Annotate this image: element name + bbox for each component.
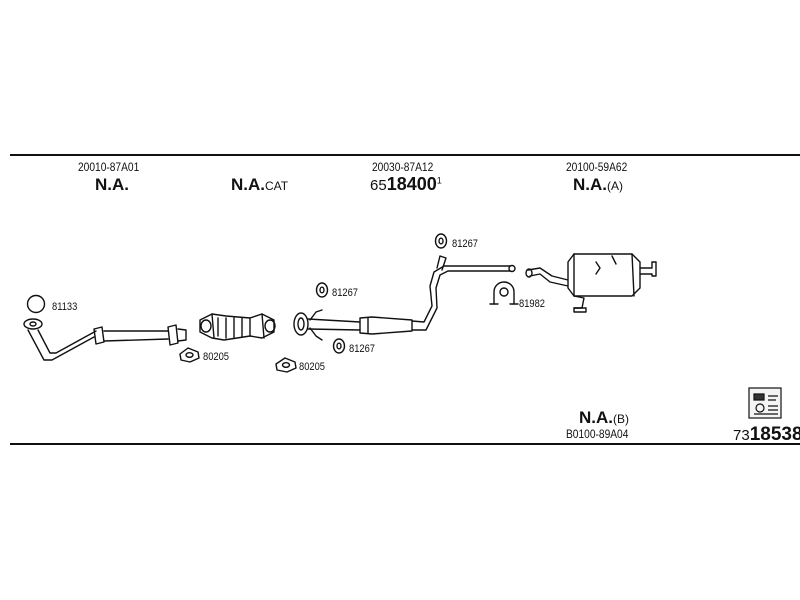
status-bottom-label: N.A. (579, 408, 613, 427)
muffler-icon (525, 253, 657, 313)
catalog-reference-number: 7318538 (733, 424, 800, 446)
flange-gasket-icon (179, 347, 200, 363)
part-number-rear-muffler: 20100-59A62 (566, 160, 628, 174)
part-number-center-pipe: 20030-87A12 (372, 160, 434, 174)
callout-81267-b: 81267 (452, 238, 479, 250)
price-sup: 1 (436, 175, 442, 186)
flange-gasket-icon (23, 318, 43, 330)
status-front-pipe: N.A. (95, 175, 129, 194)
front-pipe-shape (27, 324, 187, 361)
bottom-rule (10, 443, 800, 445)
rubber-hanger-icon (332, 338, 346, 354)
callout-81982: 81982 (519, 298, 546, 310)
part-number-front-pipe: 20010-87A01 (78, 160, 140, 174)
callout-81267-c: 81267 (349, 343, 376, 355)
status-rear-muffler: N.A.(A) (573, 175, 623, 195)
clamp-icon (489, 281, 519, 305)
status-catalyst-label: N.A. (231, 175, 265, 194)
callout-80205-b: 80205 (299, 361, 326, 373)
top-rule (10, 154, 800, 156)
price-main: 18400 (386, 174, 437, 194)
status-bottom-suffix: (B) (613, 412, 629, 426)
part-number-bottom: B0100-89A04 (566, 427, 629, 441)
gasket-ring-icon (26, 294, 46, 314)
center-pipe-shape (293, 255, 516, 341)
callout-81267-a: 81267 (332, 287, 359, 299)
reference-prefix: 73 (733, 427, 750, 444)
status-catalyst: N.A.CAT (231, 175, 288, 195)
rubber-hanger-icon (434, 233, 448, 249)
catalog-reference-icon (748, 387, 782, 419)
status-rear-suffix: (A) (607, 179, 623, 193)
callout-81133: 81133 (52, 301, 78, 313)
reference-main: 18538 (749, 424, 800, 445)
price-center-pipe: 65184001 (370, 174, 442, 195)
rubber-hanger-icon (315, 282, 329, 298)
callout-80205-a: 80205 (203, 351, 230, 363)
status-bottom-part: N.A.(B) (579, 408, 629, 428)
catalytic-converter-icon (199, 313, 276, 341)
flange-gasket-icon (275, 357, 297, 373)
status-rear-label: N.A. (573, 175, 607, 194)
status-catalyst-suffix: CAT (265, 179, 289, 193)
price-prefix: 65 (370, 177, 387, 194)
